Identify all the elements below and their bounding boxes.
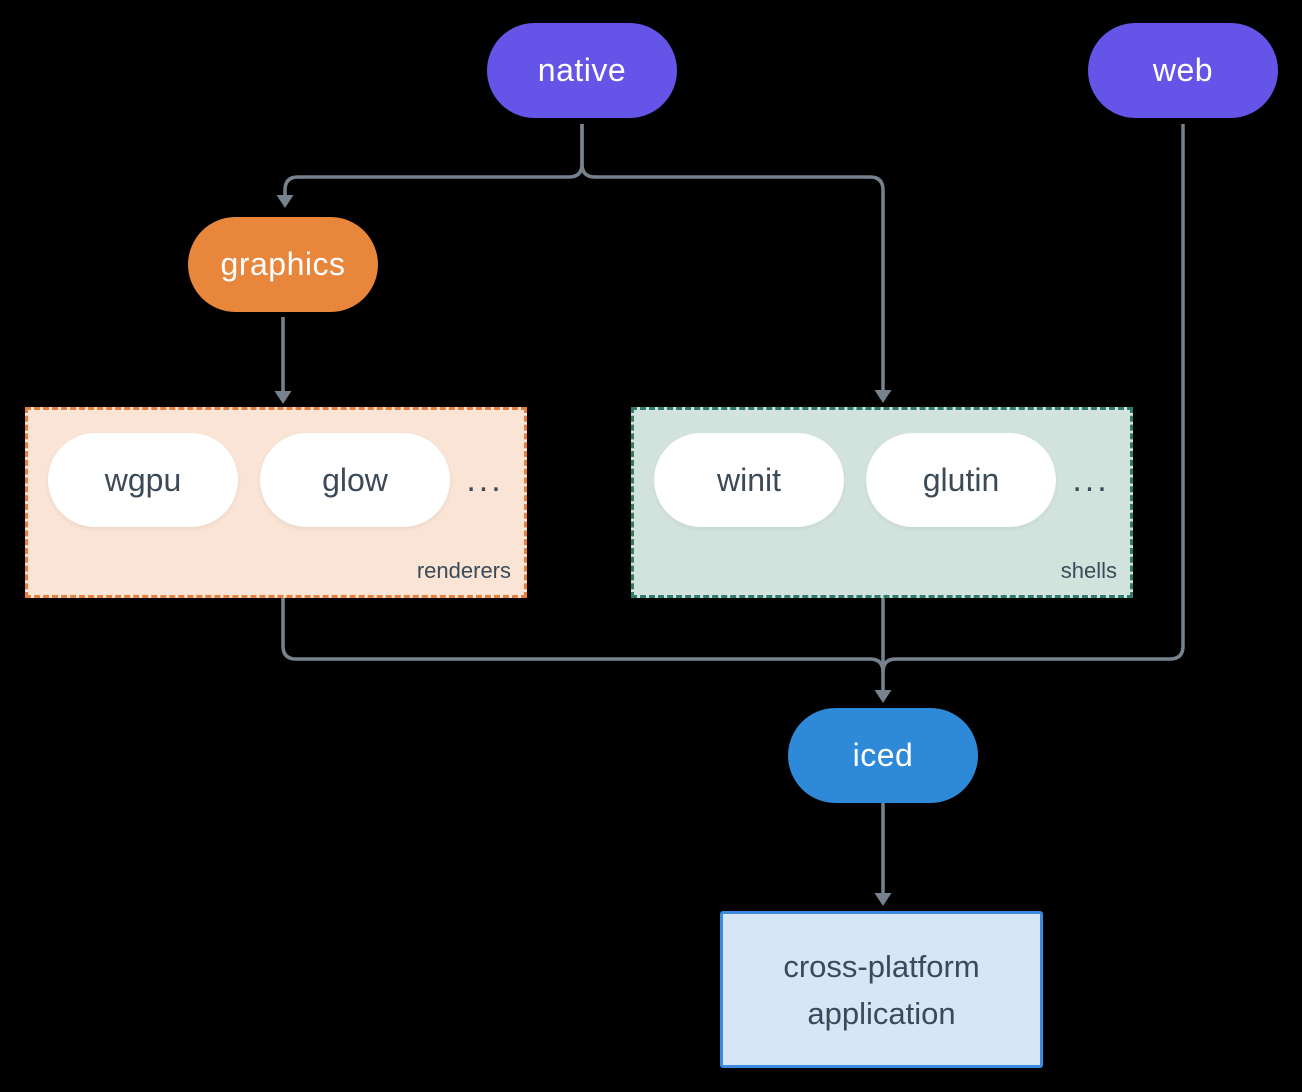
app-label-line1: cross-platform [783,948,980,984]
node-native-label: native [537,52,627,88]
node-cross-platform-application: cross-platform application [720,911,1043,1068]
node-glutin: glutin [866,433,1056,527]
node-wgpu: wgpu [48,433,238,527]
node-iced-label: iced [852,737,914,773]
shells-group-label: shells [1060,558,1117,583]
group-shells: winit glutin ... shells [631,407,1133,598]
node-web-label: web [1152,52,1214,88]
node-glutin-label: glutin [922,461,1000,498]
group-renderers: wgpu glow ... renderers [25,407,527,598]
node-winit: winit [654,433,844,527]
renderers-ellipsis: ... [466,460,504,499]
app-label-line2: application [807,995,956,1031]
node-winit-label: winit [716,461,781,498]
node-glow: glow [260,433,450,527]
node-graphics: graphics [188,217,378,312]
shells-ellipsis: ... [1072,460,1110,499]
node-native: native [487,23,677,118]
node-graphics-label: graphics [220,246,346,282]
node-wgpu-label: wgpu [104,461,182,498]
node-iced: iced [788,708,978,803]
node-glow-label: glow [322,461,388,498]
node-web: web [1088,23,1278,118]
renderers-group-label: renderers [416,558,511,583]
